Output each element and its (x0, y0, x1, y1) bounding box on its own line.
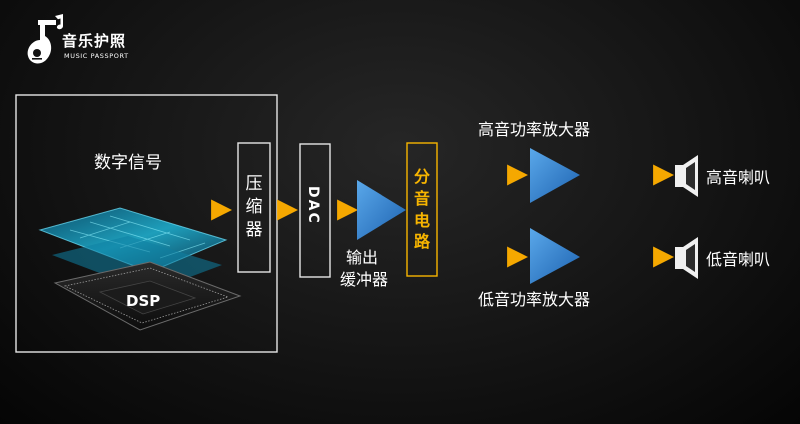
low-speaker-label: 低音喇叭 (706, 250, 771, 269)
high-amp-label: 高音功率放大器 (478, 120, 591, 139)
dac-label: DAC (305, 186, 321, 225)
compressor-box (237, 142, 271, 273)
low-amp-label: 低音功率放大器 (478, 290, 591, 309)
compressor-char: 缩 (245, 197, 263, 218)
buffer-triangle-icon (357, 180, 406, 240)
logo-guitar-icon (27, 14, 63, 64)
signal-arrows (38, 164, 675, 268)
dsp-chip-icon (38, 207, 242, 331)
high-speaker-label: 高音喇叭 (706, 168, 771, 187)
crossover-char: 路 (413, 232, 430, 252)
crossover-char: 音 (413, 188, 430, 208)
high-amp-triangle-icon (530, 148, 580, 203)
dac-box (299, 143, 331, 278)
low-speaker-icon (675, 237, 698, 279)
digital-signal-label: 数字信号 (94, 153, 162, 173)
compressor-label: 压 缩 器 (238, 143, 270, 272)
crossover-char: 电 (413, 210, 430, 230)
dsp-chip-label: DSP (126, 292, 161, 310)
buffer-label-line2: 缓冲器 (340, 270, 389, 289)
logo-name-en: MUSIC PASSPORT (64, 52, 129, 60)
dsp-block-border (15, 94, 278, 353)
crossover-label: 分 音 电 路 (407, 143, 437, 276)
compressor-char: 压 (245, 174, 263, 195)
buffer-label-line1: 输出 (346, 248, 379, 267)
logo-name-cn: 音乐护照 (62, 32, 127, 50)
low-amp-triangle-icon (530, 228, 580, 284)
high-speaker-icon (675, 155, 698, 197)
compressor-char: 器 (245, 219, 263, 240)
crossover-box (406, 142, 438, 277)
crossover-char: 分 (413, 167, 430, 187)
